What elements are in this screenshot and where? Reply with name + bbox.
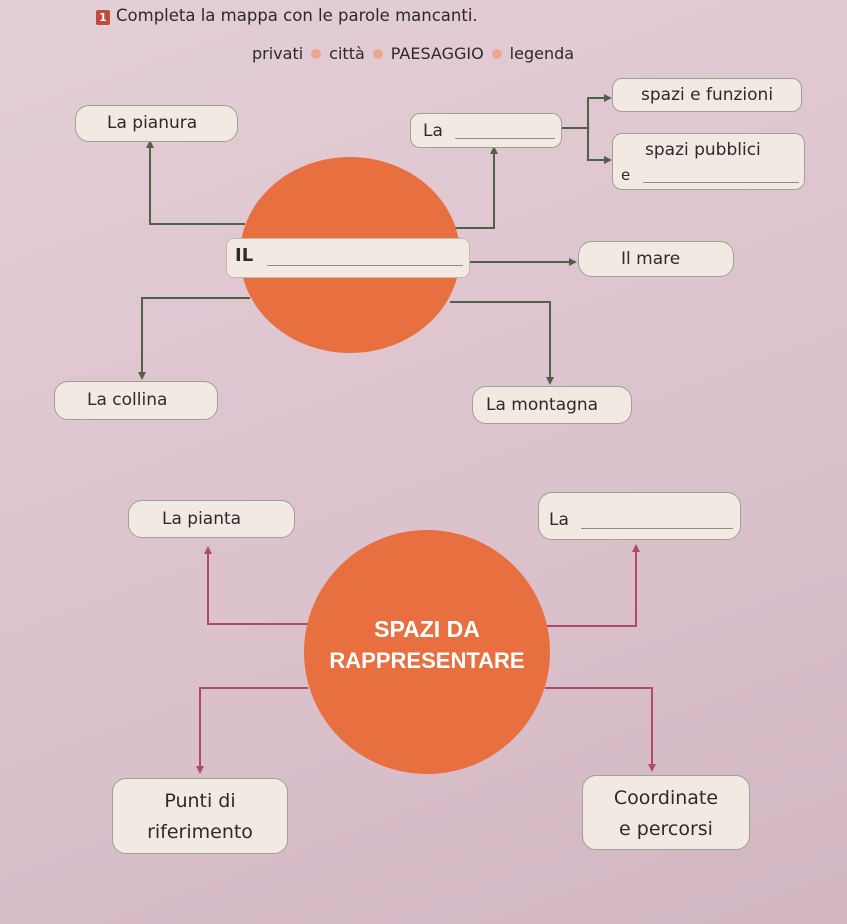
separator-dot (372, 49, 383, 59)
box-pianta-label: La pianta (162, 509, 242, 529)
word-bank-item: legenda (509, 44, 575, 63)
map2-center-line1: SPAZI DA (374, 616, 480, 642)
connector-la2 (540, 544, 640, 627)
box-montagna-label: La montagna (486, 395, 599, 415)
connector-punti (196, 687, 308, 774)
box-punti-line1: Punti di (164, 790, 236, 812)
box-punti-line2: riferimento (147, 821, 253, 843)
map1-center-field[interactable]: IL (226, 238, 470, 278)
map1-center-prefix: IL (235, 245, 254, 266)
box-coordinate: Coordinate e percorsi (582, 775, 750, 850)
exercise-number-badge: 1 (96, 10, 110, 25)
box-punti: Punti di riferimento (112, 778, 288, 854)
connector-pianta (204, 546, 310, 625)
box-pianura: La pianura (75, 105, 238, 142)
map2-center-label: SPAZI DA RAPPRESENTARE (304, 614, 550, 676)
answer-blank[interactable] (643, 182, 799, 183)
word-bank-item: città (329, 44, 365, 63)
connector-pianura (146, 140, 245, 225)
box-la-label: La (423, 121, 443, 141)
answer-blank[interactable] (267, 265, 463, 266)
box-coord-line1: Coordinate (613, 787, 719, 809)
connector-coord (545, 687, 656, 772)
map2-center-line2: RAPPRESENTARE (329, 648, 525, 673)
box-pubblici-label: spazi pubblici (645, 140, 761, 160)
map2-center-circle (304, 530, 550, 774)
connector-pubblici (587, 128, 612, 164)
box-mare: Il mare (578, 241, 734, 277)
box-pubblici[interactable]: spazi pubblici e (612, 133, 805, 190)
box-la-blank[interactable]: La (410, 113, 562, 148)
box-la-blank-2[interactable]: La (538, 492, 741, 540)
answer-blank[interactable] (581, 528, 733, 529)
word-bank-item: privati (252, 44, 304, 63)
connector-collina (138, 297, 250, 380)
box-pianura-label: La pianura (107, 113, 198, 133)
separator-dot (311, 49, 322, 59)
box-montagna: La montagna (472, 386, 632, 424)
connector-la (453, 146, 498, 229)
connector-funzioni (587, 94, 612, 128)
box-e-label: e (621, 166, 631, 184)
connector-montagna (450, 301, 554, 385)
box-collina: La collina (54, 381, 218, 420)
box-coord-line2: e percorsi (619, 818, 713, 840)
word-bank: privati città PAESAGGIO legenda (252, 44, 574, 63)
box-funzioni-label: spazi e funzioni (641, 85, 774, 105)
box-la2-label: La (549, 510, 569, 530)
box-funzioni: spazi e funzioni (612, 78, 802, 112)
exercise-instruction: Completa la mappa con le parole mancanti… (116, 6, 478, 25)
box-pianta: La pianta (128, 500, 295, 538)
box-collina-label: La collina (87, 390, 168, 410)
separator-dot (491, 49, 502, 59)
answer-blank[interactable] (455, 138, 555, 139)
word-bank-item: PAESAGGIO (390, 44, 484, 63)
box-mare-label: Il mare (621, 249, 681, 269)
